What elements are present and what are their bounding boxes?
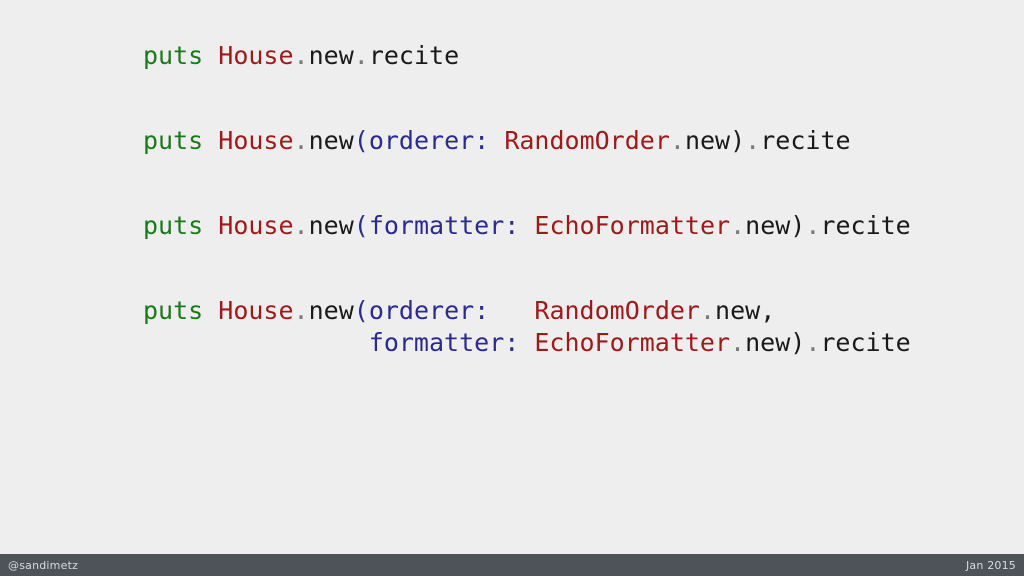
code-token-method: recite — [820, 211, 911, 240]
code-token-dot: . — [805, 211, 821, 240]
code-block: puts House.new(formatter: EchoFormatter.… — [143, 210, 1024, 242]
code-token-dot: . — [730, 328, 746, 357]
code-token-dot: . — [293, 211, 309, 240]
code-token-keyword: puts — [143, 126, 204, 155]
code-token-method: recite — [368, 41, 460, 70]
code-token-method: new — [308, 126, 354, 155]
code-token-method: new — [745, 211, 791, 240]
code-token-paren-dark: ) — [790, 211, 806, 240]
code-token-paren-dark: ) — [730, 126, 746, 155]
code-token-plain — [519, 328, 534, 357]
code-token-plain — [489, 126, 504, 155]
code-token-paren: ( — [353, 211, 369, 240]
code-token-dot: . — [669, 126, 685, 155]
code-token-plain — [203, 41, 218, 70]
code-token-dot: . — [293, 41, 309, 70]
code-token-method: recite — [760, 126, 851, 155]
code-block: puts House.new.recite — [143, 40, 1024, 72]
code-token-paren: ( — [353, 296, 369, 325]
code-token-dot: . — [730, 211, 746, 240]
code-token-class: House — [218, 211, 294, 240]
code-token-class: House — [218, 126, 294, 155]
code-token-method: recite — [820, 328, 911, 357]
code-token-dot: . — [805, 328, 821, 357]
code-token-kwarg: orderer: — [368, 126, 490, 155]
code-line: puts House.new(formatter: EchoFormatter.… — [143, 210, 1024, 242]
code-token-class: EchoFormatter — [534, 328, 731, 357]
code-token-method: new — [308, 41, 354, 70]
code-token-dot: . — [699, 296, 716, 325]
code-token-dot: . — [745, 126, 761, 155]
code-token-method: new — [745, 328, 791, 357]
code-token-plain — [203, 126, 218, 155]
code-token-plain — [203, 211, 218, 240]
code-token-keyword: puts — [143, 296, 204, 325]
code-line: puts House.new(orderer: RandomOrder.new)… — [143, 125, 1024, 157]
code-token-class: EchoFormatter — [534, 211, 731, 240]
code-line: puts House.new(orderer: RandomOrder.new, — [143, 295, 1024, 327]
code-token-class: RandomOrder — [504, 126, 670, 155]
footer-handle: @sandimetz — [8, 558, 79, 572]
code-token-dot: . — [293, 126, 309, 155]
code-token-method: new — [684, 126, 731, 155]
code-token-dot: . — [353, 41, 369, 70]
code-token-method: new — [715, 296, 761, 325]
slide-footer: @sandimetz Jan 2015 — [0, 554, 1024, 576]
code-token-plain — [143, 328, 369, 357]
code-token-method: new — [308, 211, 354, 240]
code-token-keyword: puts — [143, 41, 204, 70]
code-token-kwarg: formatter: — [368, 328, 520, 357]
code-token-class: House — [218, 41, 294, 70]
code-token-dot: . — [293, 296, 309, 325]
footer-date: Jan 2015 — [965, 558, 1016, 572]
code-line: formatter: EchoFormatter.new).recite — [143, 327, 1024, 359]
code-token-keyword: puts — [143, 211, 204, 240]
code-token-class: House — [218, 296, 294, 325]
code-token-paren-dark: ) — [790, 328, 806, 357]
code-block: puts House.new(orderer: RandomOrder.new,… — [143, 295, 1024, 359]
code-token-plain — [519, 211, 534, 240]
code-token-class: RandomOrder — [534, 296, 700, 325]
code-block: puts House.new(orderer: RandomOrder.new)… — [143, 125, 1024, 157]
code-token-paren: ( — [353, 126, 369, 155]
code-token-plain — [203, 296, 218, 325]
code-token-kwarg: formatter: — [368, 211, 520, 240]
code-line: puts House.new.recite — [143, 40, 1024, 72]
code-token-method: new — [308, 296, 354, 325]
code-token-plain — [489, 296, 534, 325]
code-token-plain: , — [760, 296, 776, 325]
code-token-kwarg: orderer: — [368, 296, 490, 325]
